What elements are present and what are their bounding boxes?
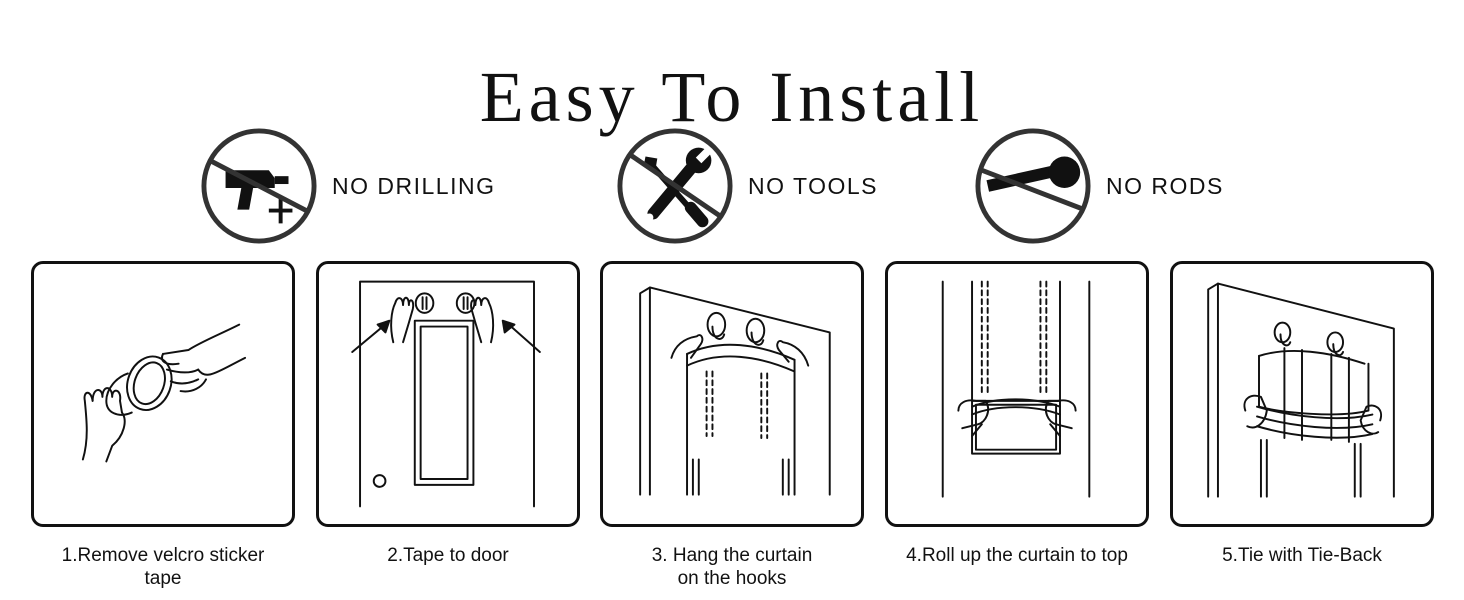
feature-no-drilling: NO DRILLING xyxy=(200,126,495,246)
feature-label: NO TOOLS xyxy=(748,172,879,199)
hang-curtain-illustration xyxy=(639,286,831,496)
tie-back-illustration xyxy=(1207,282,1395,498)
no-drill-icon xyxy=(201,128,317,244)
caption-line: 5.Tie with Tie-Back xyxy=(1222,545,1382,566)
page-title: Easy To Install xyxy=(479,57,985,138)
caption-line: tape xyxy=(144,568,182,589)
tape-to-door-illustration xyxy=(351,280,541,508)
remove-tape-illustration xyxy=(81,323,247,463)
no-rods-icon xyxy=(975,128,1091,244)
caption-line: 4.Roll up the curtain to top xyxy=(906,545,1128,566)
caption-line: 2.Tape to door xyxy=(387,545,509,566)
caption-line: on the hooks xyxy=(677,568,787,589)
feature-no-tools: NO TOOLS xyxy=(616,126,878,246)
feature-label: NO RODS xyxy=(1106,172,1224,199)
no-tools-icon xyxy=(617,128,733,244)
step-4-caption: 4.Roll up the curtain to top xyxy=(867,544,1167,567)
step-1-caption: 1.Remove velcro sticker tape xyxy=(13,544,313,590)
caption-line: 3. Hang the curtain xyxy=(651,545,813,566)
feature-label: NO DRILLING xyxy=(332,172,496,199)
step-2-panel xyxy=(316,261,580,527)
roll-up-curtain-illustration xyxy=(941,280,1091,498)
caption-line: 1.Remove velcro sticker xyxy=(61,545,265,566)
step-1-panel xyxy=(31,261,295,527)
feature-no-rods: NO RODS xyxy=(974,126,1224,246)
step-5-panel xyxy=(1170,261,1434,527)
step-3-panel xyxy=(600,261,864,527)
step-3-caption: 3. Hang the curtain on the hooks xyxy=(582,544,882,590)
step-2-caption: 2.Tape to door xyxy=(298,544,598,567)
step-5-caption: 5.Tie with Tie-Back xyxy=(1152,544,1452,567)
step-4-panel xyxy=(885,261,1149,527)
